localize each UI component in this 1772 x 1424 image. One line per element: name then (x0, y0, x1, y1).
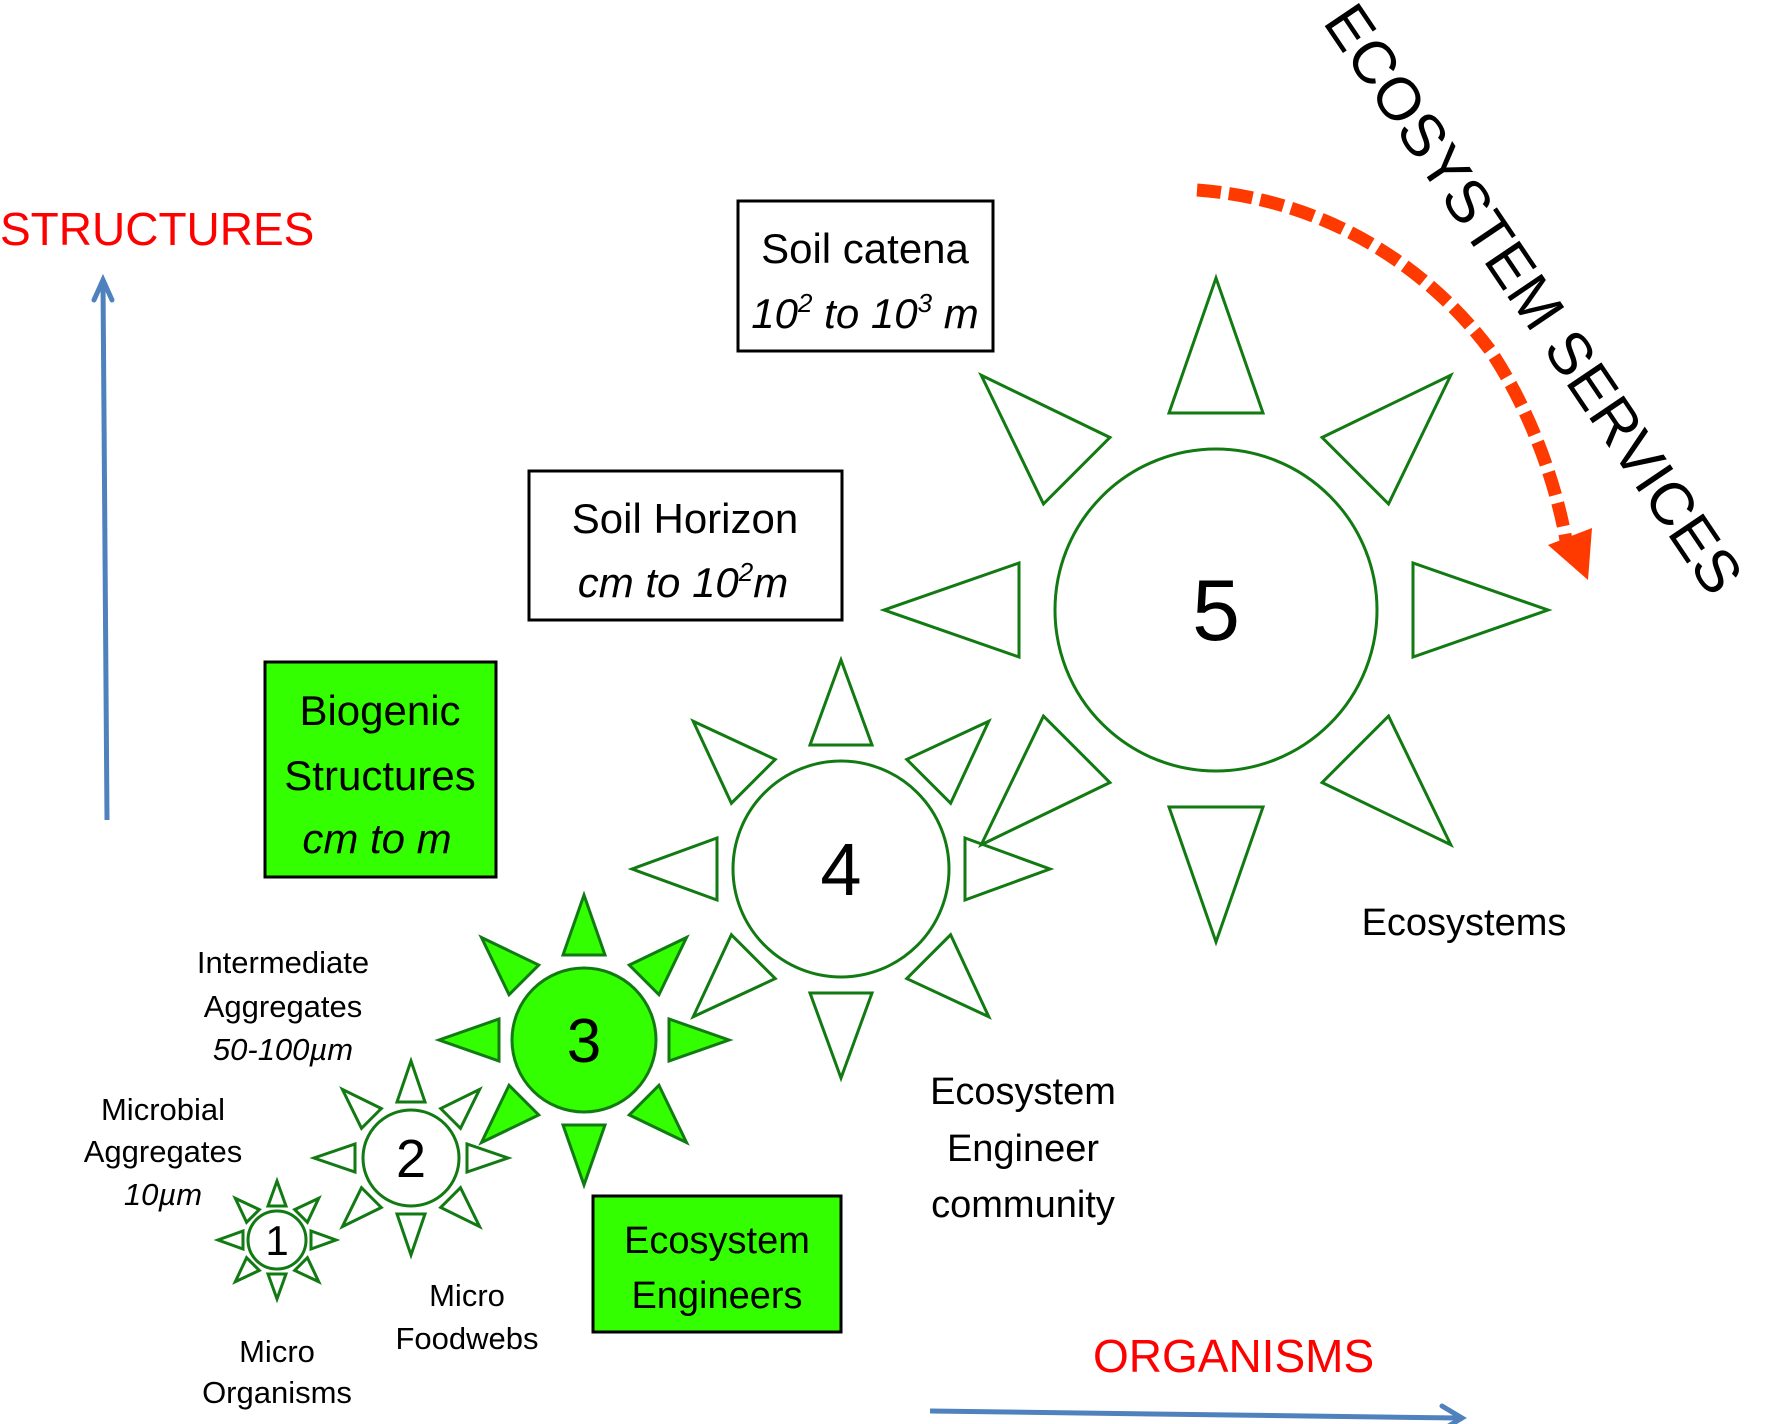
soil-horizon-box: Soil Horizon cm to 102m (527, 469, 844, 622)
level-2-sun (309, 1056, 513, 1260)
level-1-ray (309, 1228, 341, 1252)
level-3-ray (434, 1016, 501, 1064)
level-4-ray (963, 835, 1055, 903)
level-2-ray (394, 1212, 428, 1260)
organisms-axis: ORGANISMS (929, 1330, 1467, 1424)
structures-arrow (100, 281, 110, 821)
level-4-core-circle (731, 759, 951, 979)
level-5-sun (879, 273, 1553, 947)
level-2-number: 2 (396, 1129, 426, 1189)
structures-label: STRUCTURES (0, 203, 314, 255)
level-5-ray (1411, 560, 1553, 660)
level-1-label-line2: Organisms (202, 1375, 352, 1410)
ecosystem-engineers-line2: Engineers (631, 1275, 802, 1317)
level-4-ray (690, 718, 778, 806)
level-4-number: 4 (820, 828, 861, 911)
ecosystem-services-arrow-head-icon (1548, 528, 1592, 580)
level-1-number: 1 (265, 1217, 288, 1264)
level-1-ray (213, 1228, 245, 1252)
soil-catena-box: Soil catena 102 to 103 m (736, 199, 995, 353)
level-4-ray (627, 835, 719, 903)
level-1-label-line1: Micro (239, 1334, 315, 1369)
level-3-ray (667, 1016, 734, 1064)
level-5-ray (879, 560, 1021, 660)
level-4-label-line2: Engineer (947, 1128, 1099, 1170)
level-1-ray (232, 1255, 262, 1285)
level-1-ray (265, 1272, 289, 1304)
level-5-core-circle (1053, 447, 1379, 773)
ecosystem-engineers-box: Ecosystem Engineers (591, 1194, 843, 1334)
ecosystem-engineers-line1: Ecosystem (624, 1220, 810, 1262)
level-1-ray (292, 1195, 322, 1225)
level-2-label-line1: Micro (429, 1278, 505, 1313)
level-2-ray (339, 1185, 384, 1230)
level-5-ray (1319, 713, 1454, 848)
level-3-ray (626, 934, 690, 998)
level-4-ray (807, 655, 875, 747)
organisms-label: ORGANISMS (1093, 1330, 1374, 1382)
level-5-ray (978, 713, 1113, 848)
ecosystem-services-label: ECOSYSTEM SERVICES (1311, 0, 1756, 606)
level-3-ray (560, 1123, 608, 1190)
level-1-ray (265, 1176, 289, 1208)
level-2-ray (339, 1086, 384, 1131)
level-2-ray (465, 1141, 513, 1175)
ecosystem-services: ECOSYSTEM SERVICES (1196, 0, 1756, 606)
level-1-ray (232, 1195, 262, 1225)
level-3-scale-line1: Intermediate (197, 945, 369, 980)
structures-arrow-head-icon (91, 273, 115, 303)
level-5-label: Ecosystems (1362, 902, 1567, 944)
level-2-ray (394, 1056, 428, 1104)
biogenic-structures-box: Biogenic Structures cm to m (263, 660, 498, 879)
organisms-arrow (929, 1408, 1459, 1421)
level-1-core-circle (246, 1209, 308, 1271)
level-3-core-circle (510, 966, 658, 1114)
soil-horizon-range: cm to 102m (578, 557, 789, 606)
organisms-arrow-head-icon (1439, 1403, 1467, 1424)
level-5-ray (1166, 273, 1266, 415)
soil-catena-title: Soil catena (761, 225, 969, 272)
soil-horizon-title: Soil Horizon (572, 495, 798, 542)
level-2-label-line2: Foodwebs (395, 1321, 538, 1356)
level-5-ray (978, 372, 1113, 507)
level-2-scale-line1: Microbial (101, 1092, 225, 1127)
level-3-sun (434, 890, 734, 1190)
level-4-ray (904, 932, 992, 1020)
biogenic-line1: Biogenic (299, 687, 460, 734)
level-4-label-line1: Ecosystem (930, 1071, 1116, 1113)
level-1-sun (213, 1176, 341, 1304)
level-3-scale-line2: Aggregates (204, 989, 363, 1024)
level-3-number: 3 (567, 1007, 601, 1076)
level-2-scale-size: 10µm (124, 1177, 202, 1212)
ecosystem-services-dashed-arrow (1196, 183, 1573, 542)
biogenic-line3: cm to m (302, 815, 451, 862)
level-5-number: 5 (1192, 563, 1240, 659)
level-3-ray (560, 890, 608, 957)
level-3-ray (478, 1082, 542, 1146)
level-3-scale-size: 50-100µm (213, 1032, 353, 1067)
soil-catena-range: 102 to 103 m (751, 288, 978, 337)
level-1-ray (292, 1255, 322, 1285)
level-2-ray (438, 1185, 483, 1230)
level-3-ray (478, 934, 542, 998)
structures-axis: STRUCTURES (0, 203, 314, 821)
level-4-ray (904, 718, 992, 806)
level-2-ray (309, 1141, 357, 1175)
level-4-ray (807, 991, 875, 1083)
biogenic-line2: Structures (284, 752, 475, 799)
level-2-core-circle (361, 1108, 461, 1208)
level-5-ray (1319, 372, 1454, 507)
level-5-ray (1166, 805, 1266, 947)
level-4-label-line3: community (931, 1184, 1115, 1226)
level-2-ray (438, 1086, 483, 1131)
level-4-ray (690, 932, 778, 1020)
level-3-ray (626, 1082, 690, 1146)
level-4-sun (627, 655, 1055, 1083)
level-2-scale-line2: Aggregates (84, 1134, 243, 1169)
